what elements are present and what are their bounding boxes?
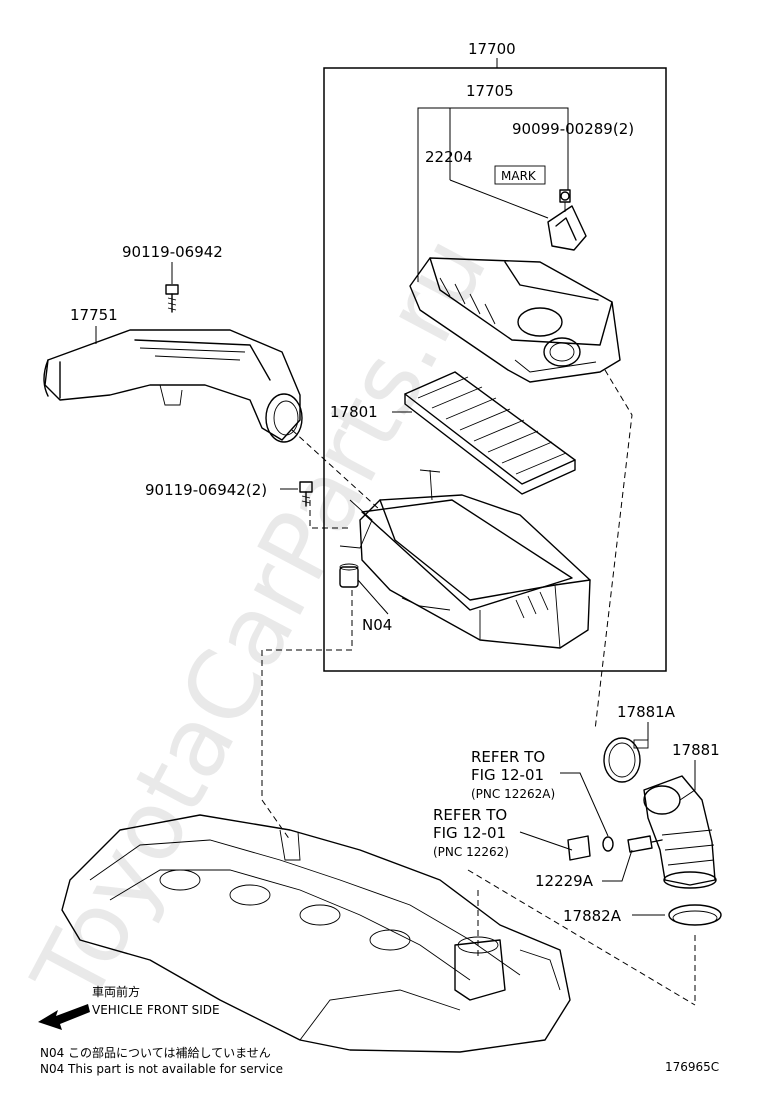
- vehicle-front-indicator: 車両前方 VEHICLE FRONT SIDE: [38, 984, 220, 1030]
- intake-duct-17751[interactable]: [43, 329, 303, 443]
- front-jp: 車両前方: [92, 984, 140, 999]
- clamp-17881a[interactable]: [603, 737, 649, 783]
- label-n04[interactable]: N04: [362, 616, 392, 634]
- bolt-90119-06942-2[interactable]: [299, 481, 313, 507]
- diagram-id: 176965C: [665, 1060, 719, 1074]
- refer1-line1[interactable]: REFER TO: [471, 748, 545, 766]
- label-17751[interactable]: 17751: [70, 306, 118, 324]
- leader-lines: [95, 58, 696, 916]
- label-17801[interactable]: 17801: [330, 403, 378, 421]
- clamp-17882a[interactable]: [668, 904, 722, 926]
- hose-17881[interactable]: [643, 775, 717, 889]
- label-90099-00289[interactable]: 90099-00289(2): [512, 120, 634, 138]
- note-jp: N04 この部品については補給していません: [40, 1045, 271, 1060]
- note-en: N04 This part is not available for servi…: [40, 1062, 283, 1076]
- bolt-90119-06942[interactable]: [165, 284, 179, 313]
- label-22204[interactable]: 22204: [425, 148, 473, 166]
- air-filter-element-17801[interactable]: [404, 371, 576, 495]
- watermark: ToyotaCarParts.ru: [11, 219, 509, 1022]
- label-17705[interactable]: 17705: [466, 82, 514, 100]
- label-17700[interactable]: 17700: [468, 40, 516, 58]
- refer-hose-12262a[interactable]: [602, 836, 614, 852]
- union-12229a[interactable]: [627, 835, 663, 853]
- label-90119-06942-2[interactable]: 90119-06942(2): [145, 481, 267, 499]
- mass-air-flow-sensor-22204[interactable]: [547, 189, 587, 251]
- screw-90099-00289[interactable]: [560, 191, 570, 201]
- refer-hose-12262[interactable]: [567, 835, 591, 861]
- grommet-n04[interactable]: [339, 563, 359, 588]
- label-12229a[interactable]: 12229A: [535, 872, 594, 890]
- engine-outline: [61, 814, 571, 1053]
- assembly-dashed-lines: [261, 369, 696, 1006]
- mark-box: [494, 165, 546, 185]
- front-arrow-icon: [38, 1004, 90, 1030]
- refer2-line2[interactable]: FIG 12-01: [433, 824, 506, 842]
- front-en: VEHICLE FRONT SIDE: [92, 1003, 220, 1017]
- label-17882a[interactable]: 17882A: [563, 907, 622, 925]
- refer2-line1[interactable]: REFER TO: [433, 806, 507, 824]
- label-17881[interactable]: 17881: [672, 741, 720, 759]
- label-mark: MARK: [501, 169, 537, 183]
- refer2-line3[interactable]: (PNC 12262): [433, 845, 509, 859]
- refer1-line3[interactable]: (PNC 12262A): [471, 787, 555, 801]
- air-cleaner-case-lower[interactable]: [339, 469, 591, 649]
- refer1-line2[interactable]: FIG 12-01: [471, 766, 544, 784]
- assembly-box-17700: [323, 67, 667, 672]
- air-cleaner-cap-17705[interactable]: [409, 257, 621, 383]
- label-17881a[interactable]: 17881A: [617, 703, 676, 721]
- label-90119-06942[interactable]: 90119-06942: [122, 243, 223, 261]
